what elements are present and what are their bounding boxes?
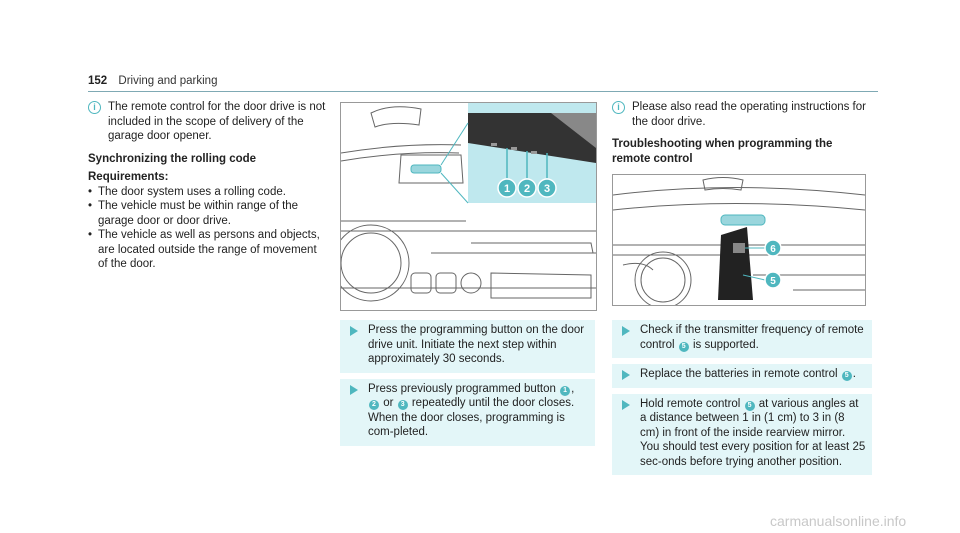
step-text: Replace the batteries in remote control — [640, 368, 838, 380]
list-item: The vehicle as well as persons and objec… — [88, 228, 328, 272]
step-text: is supported. — [692, 338, 759, 351]
info-note-text: Please also read the operating instructi… — [632, 101, 866, 128]
step-text: Check if the transmitter frequency of re… — [640, 324, 864, 351]
column-middle: Press the programming button on the door… — [340, 320, 595, 452]
requirements-label: Requirements: — [88, 171, 169, 183]
callout-badge: 1 — [560, 385, 571, 396]
step-arrow-icon — [622, 399, 630, 410]
section-heading: Synchronizing the rolling code — [88, 152, 257, 165]
list-item: The door system uses a rolling code. — [88, 185, 328, 200]
section-title: Driving and parking — [118, 75, 218, 87]
info-note-text: The remote control for the door drive is… — [108, 101, 326, 142]
step-arrow-icon — [350, 384, 358, 395]
step-arrow-icon — [622, 370, 630, 380]
requirements-list: The door system uses a rolling code. The… — [88, 185, 328, 272]
column-left: i The remote control for the door drive … — [88, 100, 328, 272]
step-text: or — [383, 397, 394, 409]
callout-badge: 2 — [369, 400, 379, 410]
instruction-step: Press previously programmed button 1, 2 … — [340, 378, 595, 446]
step-text: Hold remote control — [640, 397, 741, 410]
instruction-step: Hold remote control 5 at various angles … — [612, 393, 872, 475]
mirror-illustration: 1 2 3 — [341, 103, 596, 302]
page-number: 152 — [88, 75, 108, 87]
header-rule — [88, 91, 878, 92]
info-icon: i — [88, 101, 101, 114]
callout-badge: 5 — [678, 341, 689, 352]
callout-6: 6 — [770, 244, 776, 255]
callout-2: 2 — [524, 183, 530, 195]
callout-badge: 5 — [744, 400, 755, 411]
step-arrow-icon — [350, 326, 358, 336]
column-right-steps: Check if the transmitter frequency of re… — [612, 320, 872, 481]
instruction-step: Replace the batteries in remote control … — [612, 364, 872, 388]
step-text: repeatedly until the door closes. When t… — [368, 397, 575, 438]
info-icon: i — [612, 101, 625, 114]
step-text: Press the programming button on the door… — [368, 324, 585, 365]
watermark: carmanualsonline.info — [770, 513, 907, 529]
callout-badge: 3 — [397, 400, 408, 410]
callout-5: 5 — [770, 276, 776, 287]
callout-3: 3 — [544, 183, 550, 195]
column-right: i Please also read the operating instruc… — [612, 100, 872, 170]
step-text: . — [852, 368, 856, 380]
callout-1: 1 — [504, 183, 510, 195]
remote-illustration: 6 5 — [613, 177, 865, 305]
instruction-step: Press the programming button on the door… — [340, 320, 595, 373]
info-note: i Please also read the operating instruc… — [612, 100, 872, 129]
instruction-step: Check if the transmitter frequency of re… — [612, 320, 872, 358]
figure-remote-control: 6 5 — [612, 174, 866, 306]
step-arrow-icon — [622, 326, 630, 336]
section-heading: Troubleshooting when programming the rem… — [612, 138, 833, 165]
figure-rearview-mirror-buttons: 1 2 3 — [340, 102, 597, 311]
step-text: at various angles at a distance between … — [640, 397, 866, 468]
list-item: The vehicle must be within range of the … — [88, 199, 328, 228]
info-note: i The remote control for the door drive … — [88, 100, 328, 144]
callout-badge: 5 — [841, 371, 852, 381]
step-text: Press previously programmed button — [368, 382, 556, 395]
